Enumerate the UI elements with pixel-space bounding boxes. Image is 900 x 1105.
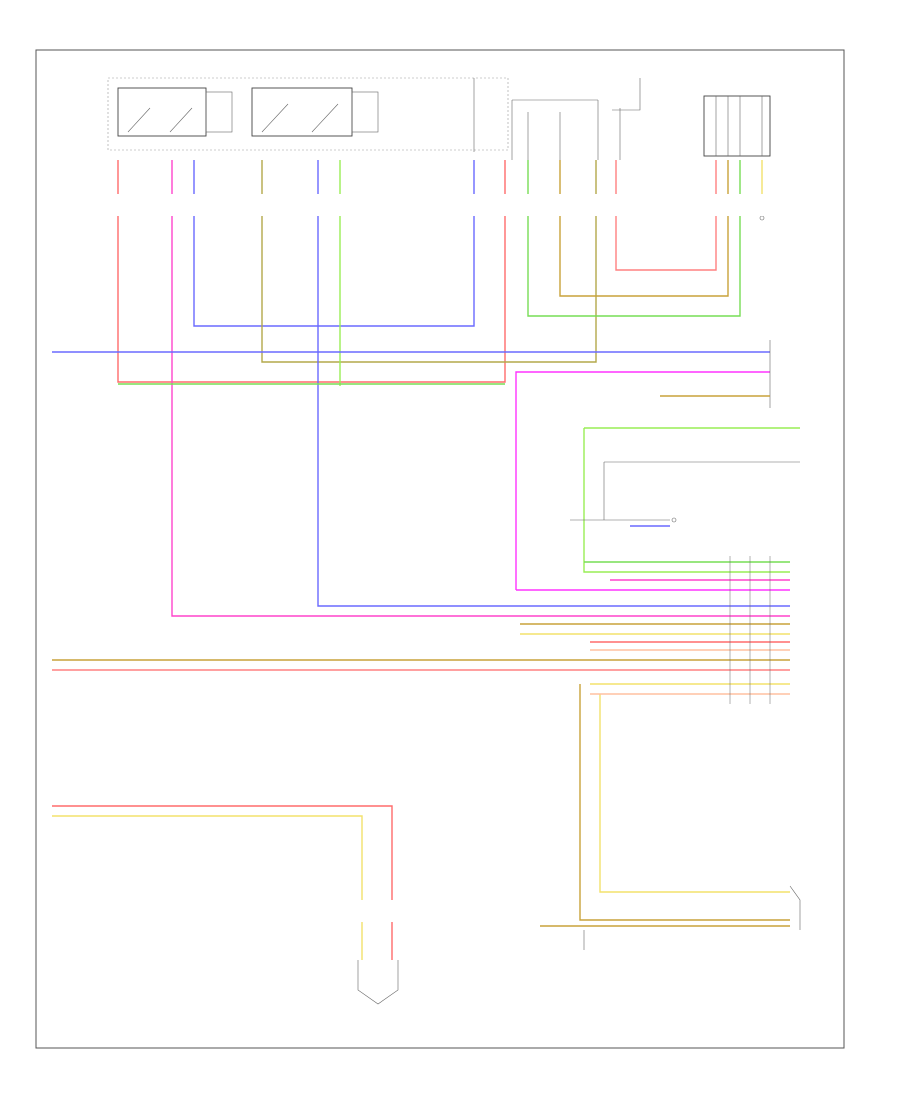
wire-tan-right: [559, 160, 729, 297]
right-sensor-bracket: [789, 885, 801, 930]
wire-yellow-lower: [599, 694, 790, 893]
wire-olive-top: [261, 160, 597, 363]
relay-2-coil-box: [351, 91, 379, 133]
fuse-line-7: [612, 78, 641, 111]
wire-salmon-right: [615, 160, 717, 271]
ecm-pin-grid: [729, 556, 771, 704]
wire-tan-lower: [579, 684, 790, 921]
sensor-connector-block: [703, 95, 771, 157]
wire-red-left: [117, 160, 506, 383]
wire-magenta: [515, 371, 770, 590]
relay-2-switch-a: [261, 103, 289, 133]
wire-pink-long: [171, 160, 790, 617]
relay-1-coil-box: [205, 91, 233, 133]
diagram-frame: [35, 49, 845, 1049]
wire-lightgreen-2: [583, 428, 790, 573]
wire-yellow-bottom: [52, 815, 363, 960]
splice-dot-icon: [671, 517, 677, 523]
relay-1-switch-b: [169, 107, 193, 133]
module-outline-dashed: [107, 77, 509, 151]
relay-2-switch-b: [311, 103, 339, 133]
wire-green-right: [527, 160, 741, 317]
wire-blue-top: [193, 160, 475, 327]
wire-red-bottom: [52, 805, 393, 960]
front-harness-connector: [357, 960, 399, 1005]
wire-tags: [114, 194, 766, 922]
relay-block-2: [251, 87, 353, 137]
relay-1-switch-a: [127, 107, 151, 133]
wire-blue-long: [317, 160, 790, 607]
ground-point-icon: [759, 215, 765, 221]
